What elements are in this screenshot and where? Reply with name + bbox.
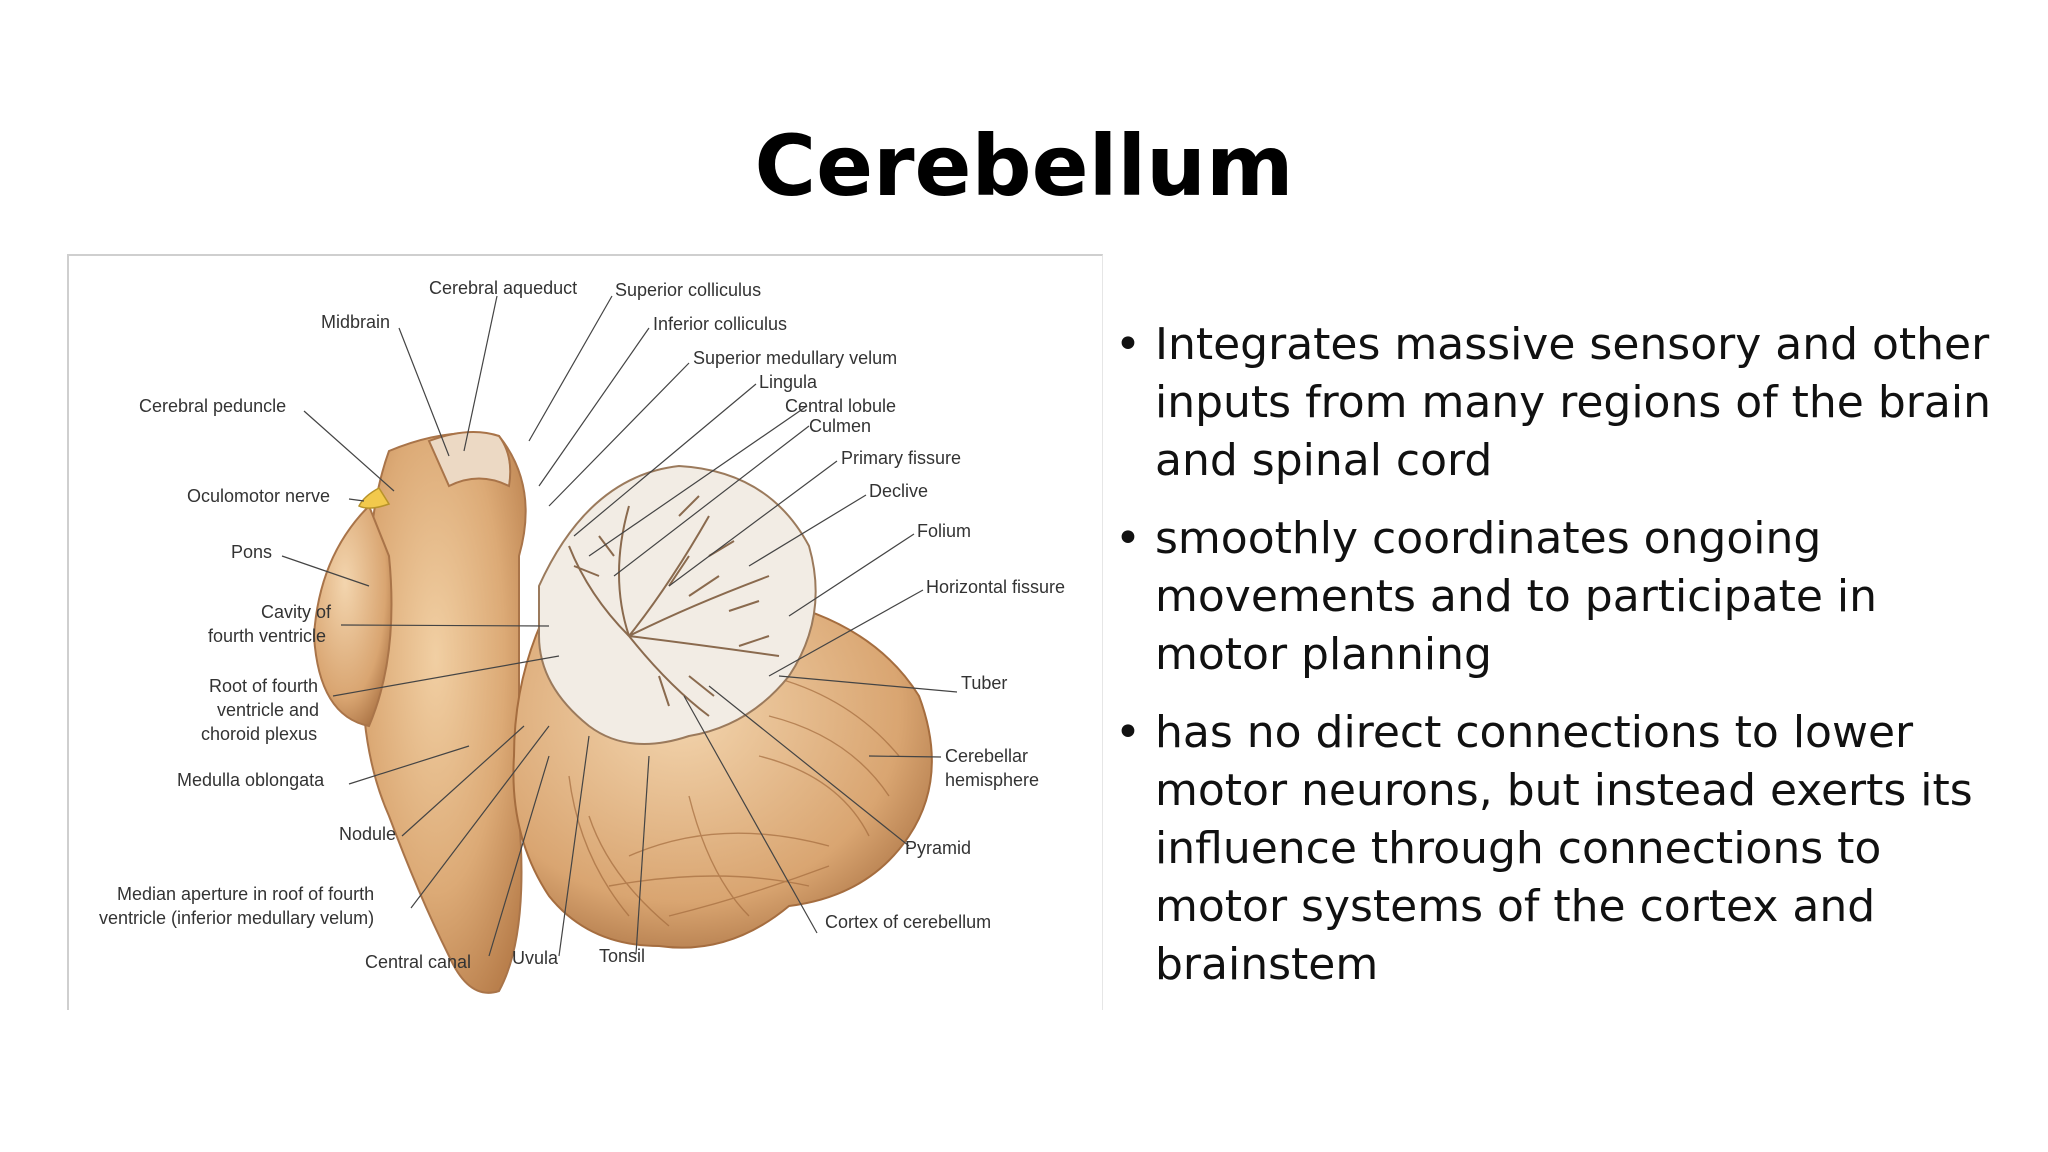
label-horizontal-fissure: Horizontal fissure: [926, 577, 1065, 597]
label-root-line2: ventricle and: [217, 700, 319, 720]
bullet-list: Integrates massive sensory and other inp…: [1115, 316, 2015, 1014]
cerebellum-anatomy-figure: Cerebral aqueduct Superior colliculus Mi…: [67, 254, 1103, 1010]
label-medulla-oblongata: Medulla oblongata: [177, 770, 325, 790]
label-uvula: Uvula: [512, 948, 559, 968]
bullet-item: smoothly coordinates ongoing movements a…: [1115, 510, 2015, 684]
label-tonsil: Tonsil: [599, 946, 645, 966]
label-oculomotor-nerve: Oculomotor nerve: [187, 486, 330, 506]
bullet-item: Integrates massive sensory and other inp…: [1115, 316, 2015, 490]
label-cerebral-aqueduct: Cerebral aqueduct: [429, 278, 577, 298]
brainstem-shape: [362, 433, 525, 993]
cerebellum-illustration: Cerebral aqueduct Superior colliculus Mi…: [69, 256, 1102, 1010]
label-inferior-colliculus: Inferior colliculus: [653, 314, 787, 334]
label-declive: Declive: [869, 481, 928, 501]
label-cerebellar-line2: hemisphere: [945, 770, 1039, 790]
label-superior-colliculus: Superior colliculus: [615, 280, 761, 300]
label-superior-medullary-velum: Superior medullary velum: [693, 348, 897, 368]
label-root-line1: Root of fourth: [209, 676, 318, 696]
label-cerebellar-line1: Cerebellar: [945, 746, 1028, 766]
slide-title: Cerebellum: [0, 124, 2048, 208]
label-nodule: Nodule: [339, 824, 396, 844]
label-primary-fissure: Primary fissure: [841, 448, 961, 468]
label-cortex-of-cerebellum: Cortex of cerebellum: [825, 912, 991, 932]
label-pyramid: Pyramid: [905, 838, 971, 858]
label-culmen: Culmen: [809, 416, 871, 436]
label-root-line3: choroid plexus: [201, 724, 317, 744]
label-central-canal: Central canal: [365, 952, 471, 972]
label-median-line1: Median aperture in roof of fourth: [117, 884, 374, 904]
label-cavity-line2: fourth ventricle: [208, 626, 326, 646]
label-cavity-line1: Cavity of: [261, 602, 332, 622]
bullet-item: has no direct connections to lower motor…: [1115, 704, 2015, 994]
label-cerebral-peduncle: Cerebral peduncle: [139, 396, 286, 416]
label-central-lobule: Central lobule: [785, 396, 896, 416]
label-tuber: Tuber: [961, 673, 1007, 693]
label-lingula: Lingula: [759, 372, 818, 392]
label-folium: Folium: [917, 521, 971, 541]
label-pons: Pons: [231, 542, 272, 562]
label-median-line2: ventricle (inferior medullary velum): [99, 908, 374, 928]
label-midbrain: Midbrain: [321, 312, 390, 332]
